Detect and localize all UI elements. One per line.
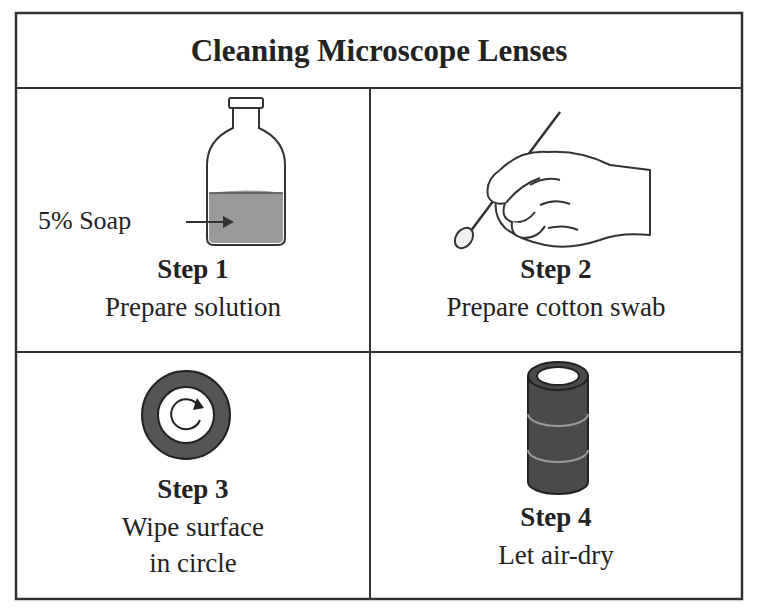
- step-description: Let air-dry: [371, 537, 741, 573]
- arrowhead: [223, 216, 234, 228]
- step-panel: Step 4 Let air-dry: [371, 353, 741, 598]
- step-text-block: Step 2 Prepare cotton swab: [371, 253, 741, 325]
- step-panel: Step 3 Wipe surface in circle: [17, 353, 369, 598]
- divider: [16, 351, 742, 353]
- outer-frame: [16, 13, 742, 599]
- step-description: Prepare solution: [17, 289, 369, 325]
- lens-illustration: [142, 371, 230, 459]
- hand-illustration: [451, 112, 650, 252]
- divider: [16, 87, 742, 89]
- step-description: Prepare cotton swab: [371, 289, 741, 325]
- callout-label: 5% Soap: [38, 206, 131, 236]
- step-number: Step 1: [17, 253, 369, 285]
- step-number: Step 3: [17, 473, 369, 505]
- step-text-block: Step 1 Prepare solution: [17, 253, 369, 325]
- step-description: Wipe surface in circle: [112, 509, 274, 581]
- step-text-block: Step 3 Wipe surface in circle: [17, 473, 369, 581]
- step-number: Step 2: [371, 253, 741, 285]
- bottle-illustration: [186, 98, 285, 245]
- step-text-block: Step 4 Let air-dry: [371, 501, 741, 573]
- step-number: Step 4: [371, 501, 741, 533]
- diagram-title: Cleaning Microscope Lenses: [17, 14, 741, 88]
- step-panel: Step 2 Prepare cotton swab: [371, 89, 741, 351]
- divider: [369, 88, 371, 599]
- leader-line: [186, 221, 226, 223]
- lens-stack-illustration: [528, 362, 588, 494]
